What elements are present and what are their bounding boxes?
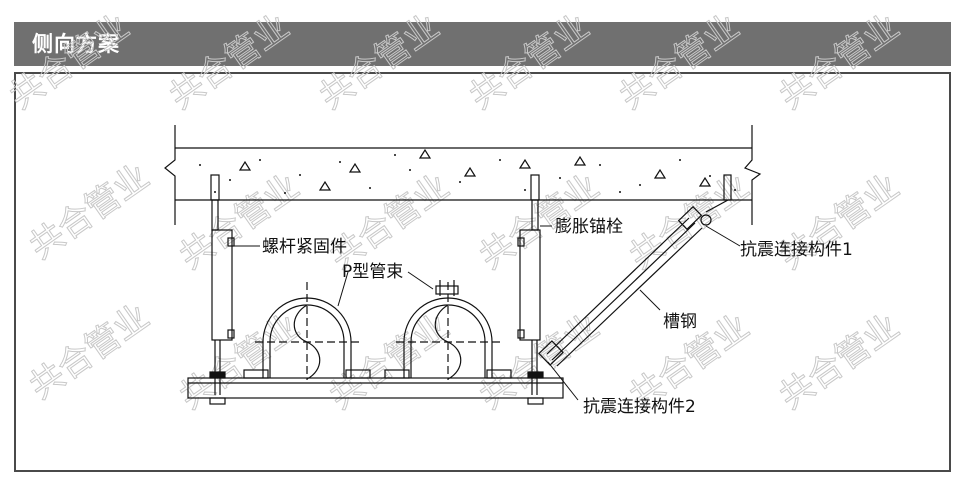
watermark: 共合管业 — [462, 7, 596, 118]
diagram-frame — [14, 72, 951, 472]
label-connector-2: 抗震连接构件2 — [583, 397, 696, 417]
leader-lines — [233, 225, 741, 401]
label-rod-fastener: 螺杆紧固件 — [262, 237, 347, 257]
watermark: 共合管业 — [162, 7, 296, 118]
watermark: 共合管业 — [622, 167, 756, 278]
watermark: 共合管业 — [322, 167, 456, 278]
watermark: 共合管业 — [772, 167, 906, 278]
header-bar: 侧向方案 — [14, 22, 951, 66]
watermark: 共合管业 — [22, 157, 156, 268]
watermark: 共合管业 — [612, 7, 746, 118]
page-title: 侧向方案 — [32, 32, 120, 56]
label-channel-steel: 槽钢 — [663, 312, 697, 332]
watermark: 共合管业 — [2, 7, 136, 118]
watermark: 共合管业 — [172, 307, 306, 418]
watermark: 共合管业 — [772, 307, 906, 418]
watermark: 共合管业 — [312, 7, 446, 118]
watermark: 共合管业 — [172, 167, 306, 278]
brace-channel — [538, 199, 729, 367]
label-connector-1: 抗震连接构件1 — [740, 240, 853, 260]
concrete-slab — [164, 125, 762, 225]
label-p-clamp: P型管束 — [342, 262, 403, 282]
watermark-layer: 共合管业 共合管业 共合管业 共合管业 共合管业 共合管业 共合管业 共合管业 … — [2, 6, 907, 418]
watermark: 共合管业 — [22, 297, 156, 408]
base-channel — [187, 377, 564, 399]
label-anchor-bolt: 膨胀锚栓 — [555, 217, 623, 237]
left-hanger-rod — [209, 174, 235, 405]
right-hanger-rod — [517, 174, 544, 405]
pipe-right — [384, 280, 512, 380]
watermark: 共合管业 — [772, 7, 906, 118]
watermark: 共合管业 — [322, 307, 456, 418]
pipe-left — [243, 282, 371, 380]
